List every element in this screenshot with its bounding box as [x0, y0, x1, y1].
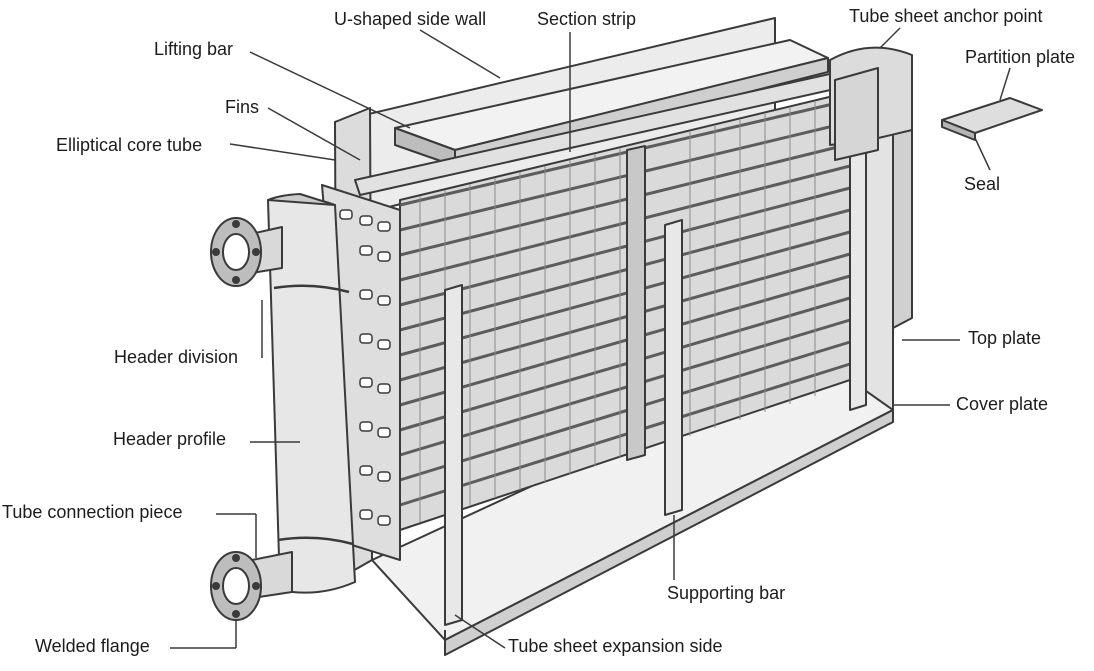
tube-sheet-holes: [339, 209, 391, 526]
label-tube-sheet-anchor-point: Tube sheet anchor point: [849, 6, 1043, 26]
header-division-lower: [277, 536, 354, 546]
label-partition-plate: Partition plate: [965, 47, 1076, 67]
header-division: [273, 284, 350, 294]
welded-flange-top: [210, 217, 262, 287]
supporting-bar-right: [849, 134, 867, 411]
label-welded-flange: Welded flange: [35, 636, 150, 656]
label-header-division: Header division: [114, 347, 239, 367]
label-cover-plate: Cover plate: [956, 394, 1049, 414]
leader-lines: [170, 27, 1011, 649]
supporting-bar-left: [444, 284, 463, 626]
label-tube-sheet-expansion-side: Tube sheet expansion side: [508, 636, 723, 656]
elliptical-core-tubes: [399, 98, 851, 507]
label-tube-connection-piece: Tube connection piece: [2, 502, 183, 522]
label-header-profile: Header profile: [113, 429, 227, 449]
label-lifting-bar: Lifting bar: [154, 39, 234, 59]
top-plate: [892, 109, 913, 329]
tube-sheet-right: [834, 67, 879, 161]
label-fins: Fins: [225, 97, 260, 117]
header-top-cap: [267, 193, 336, 206]
section-strip: [626, 145, 646, 461]
label-section-strip: Section strip: [537, 9, 637, 29]
label-elliptical-core-tube: Elliptical core tube: [56, 135, 203, 155]
welded-flange-bottom: [210, 551, 262, 621]
supporting-bar-middle: [664, 219, 683, 516]
label-u-shaped-side-wall: U-shaped side wall: [334, 9, 487, 29]
seal: [941, 119, 976, 141]
label-supporting-bar: Supporting bar: [667, 583, 786, 603]
label-top-plate: Top plate: [968, 328, 1042, 348]
label-seal: Seal: [964, 174, 1001, 194]
